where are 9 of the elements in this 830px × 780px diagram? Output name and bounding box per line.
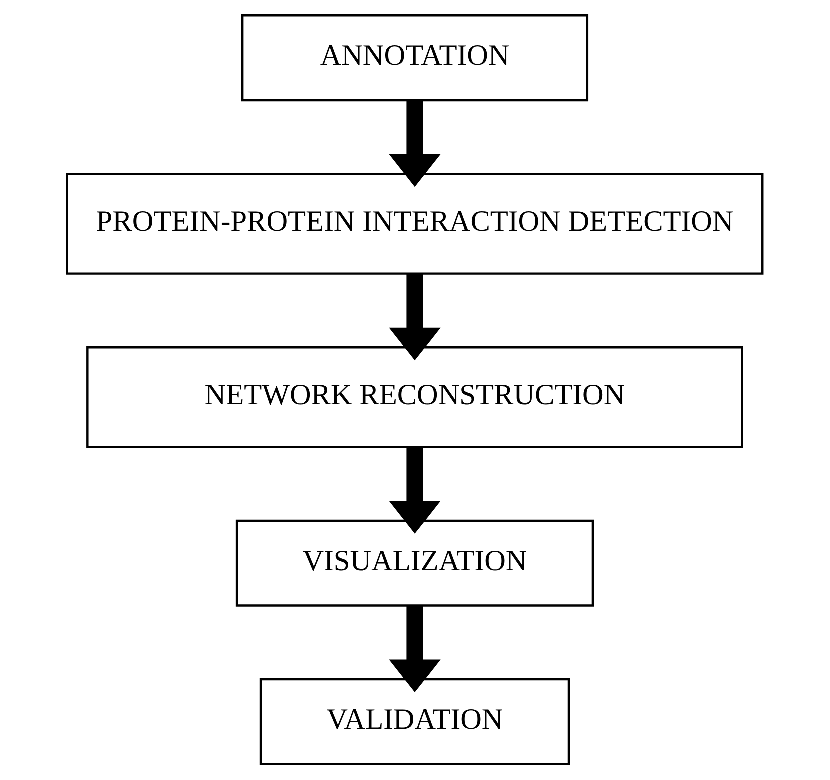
node-box: VALIDATION (260, 678, 570, 766)
node-box: VISUALIZATION (236, 520, 594, 607)
node-box: PROTEIN-PROTEIN INTERACTION DETECTION (66, 173, 764, 275)
arrow (389, 606, 441, 693)
node-box: ANNOTATION (241, 14, 589, 102)
arrow (389, 100, 441, 188)
arrow (389, 448, 441, 534)
arrow (389, 274, 441, 361)
node-box: NETWORK RECONSTRUCTION (86, 346, 744, 448)
